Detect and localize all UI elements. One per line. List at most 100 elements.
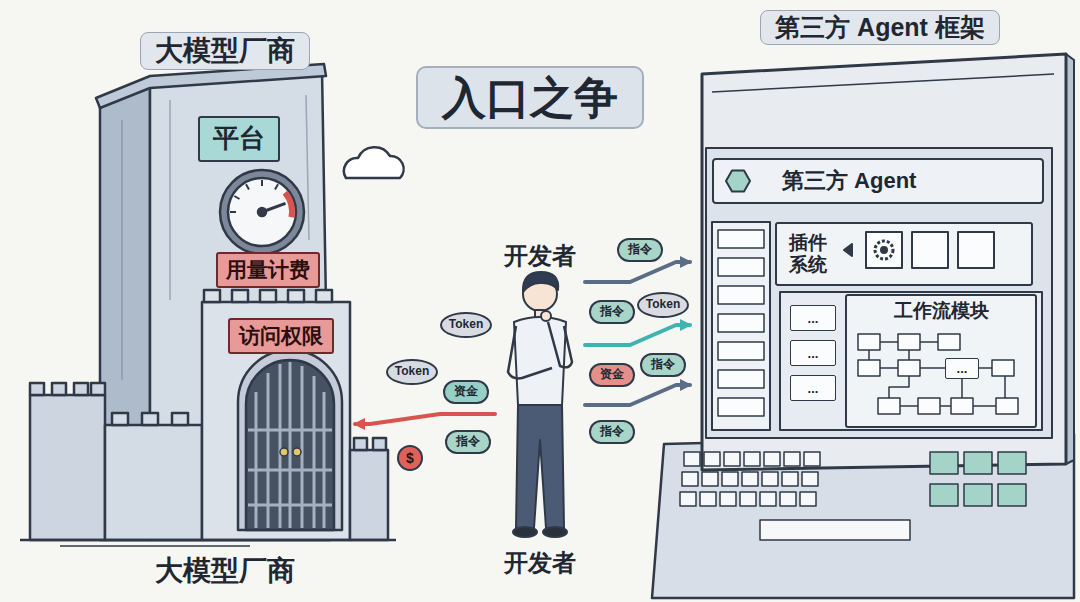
- flow-wire: [900, 405, 918, 407]
- module-box: ...: [790, 305, 836, 331]
- module-fill: [790, 340, 836, 366]
- flow-wire: [920, 341, 938, 343]
- token-coin: Token: [440, 312, 492, 338]
- node-text: Token: [395, 365, 429, 378]
- side-row: [718, 398, 764, 416]
- tower-frame: 大模型厂商大模型厂商平台用量计费访问权限: [95, 28, 355, 594]
- agent-machine: 第三方 Agent 框架第三方 Agent插件 系统.........工作流模块…: [690, 6, 1070, 600]
- node-text: 资金: [600, 368, 624, 381]
- battlement: [74, 383, 88, 395]
- node-text: ...: [808, 382, 819, 395]
- node-text: ...: [808, 347, 819, 360]
- castle-turret: [30, 395, 105, 540]
- tower-roof: [96, 64, 326, 108]
- green-key: [964, 484, 992, 506]
- platform-sign: 平台: [198, 116, 280, 162]
- developer-shoe: [543, 527, 567, 537]
- key: [700, 492, 716, 506]
- node-text: Token: [449, 318, 483, 331]
- title-bar: 第三方 Agent: [712, 158, 1044, 204]
- plugin-slot: [866, 232, 902, 268]
- flow-wire: [979, 367, 992, 369]
- cloud: [344, 147, 404, 178]
- gauge-hub: [258, 208, 266, 216]
- flow-arrow: [355, 414, 495, 424]
- flow-wire: [940, 405, 951, 407]
- gauge-tick: [246, 184, 249, 189]
- key: [802, 472, 818, 486]
- node-text: ...: [808, 312, 819, 325]
- key: [804, 452, 820, 466]
- gatehouse: [202, 302, 350, 540]
- gate-bar: [248, 429, 332, 432]
- token-coin: Token: [637, 292, 689, 318]
- gauge-tick: [234, 196, 239, 199]
- battlement: [30, 383, 44, 395]
- key: [800, 492, 816, 506]
- tower-illustration: [20, 64, 404, 546]
- module-fill: [790, 305, 836, 331]
- keyboard: [680, 452, 1026, 540]
- gate-stone: [238, 350, 342, 530]
- node-text: 访问权限: [239, 323, 323, 348]
- key: [760, 492, 776, 506]
- flow-box: [992, 360, 1014, 376]
- gear-icon: [875, 241, 893, 259]
- node-text: 大模型厂商: [140, 32, 310, 70]
- gate-bar: [279, 364, 282, 528]
- flow-box: [938, 334, 960, 350]
- gate-arch: [246, 360, 334, 530]
- ground-line: [20, 539, 396, 542]
- plugin-slot: [912, 232, 948, 268]
- green-key: [998, 484, 1026, 506]
- battlement: [91, 383, 105, 395]
- node-text: 用量计费: [226, 257, 310, 282]
- castle-wall: [105, 425, 202, 540]
- title: 入口之争: [442, 73, 618, 122]
- command-tag: 指令: [640, 353, 686, 377]
- flow-box: [951, 398, 973, 414]
- flow-wire: [880, 367, 898, 369]
- key: [784, 452, 800, 466]
- key: [780, 492, 796, 506]
- gate-bar: [248, 469, 332, 472]
- gauge-rim: [220, 170, 304, 254]
- node-text: 开发者: [504, 549, 576, 578]
- side-row: [718, 370, 764, 388]
- flow-step-fill: [945, 358, 979, 378]
- key: [702, 472, 718, 486]
- ground-line: [60, 545, 250, 547]
- flow-box: [996, 398, 1018, 414]
- flow-wire: [1004, 376, 1006, 398]
- key: [680, 492, 696, 506]
- side-row: [718, 258, 764, 276]
- node-text: 资金: [454, 385, 478, 398]
- green-key: [998, 452, 1026, 474]
- battlement: [142, 413, 158, 425]
- flow-box: [878, 398, 900, 414]
- dollar-coin: $: [397, 445, 423, 471]
- flow-wire: [868, 350, 870, 360]
- key: [742, 472, 758, 486]
- green-key: [930, 484, 958, 506]
- workflow-fill: [845, 294, 1037, 428]
- command-tag: 指令: [589, 300, 635, 324]
- monitor-screen: [706, 148, 1052, 438]
- node-text: Token: [646, 298, 680, 311]
- side-row: [718, 342, 764, 360]
- flow-box: [898, 360, 920, 376]
- developer-pants: [516, 405, 564, 528]
- key: [764, 452, 780, 466]
- node-text: ...: [957, 362, 968, 375]
- command-tag: 指令: [617, 238, 663, 262]
- app-icon: [726, 171, 750, 192]
- battlement: [260, 290, 276, 302]
- battlement: [373, 438, 386, 450]
- battlement: [288, 290, 304, 302]
- node-text: 插件 系统: [789, 232, 831, 276]
- flow-box: [858, 360, 880, 376]
- key: [744, 452, 760, 466]
- flow-chart: [858, 334, 1018, 414]
- token-coin: Token: [386, 359, 438, 385]
